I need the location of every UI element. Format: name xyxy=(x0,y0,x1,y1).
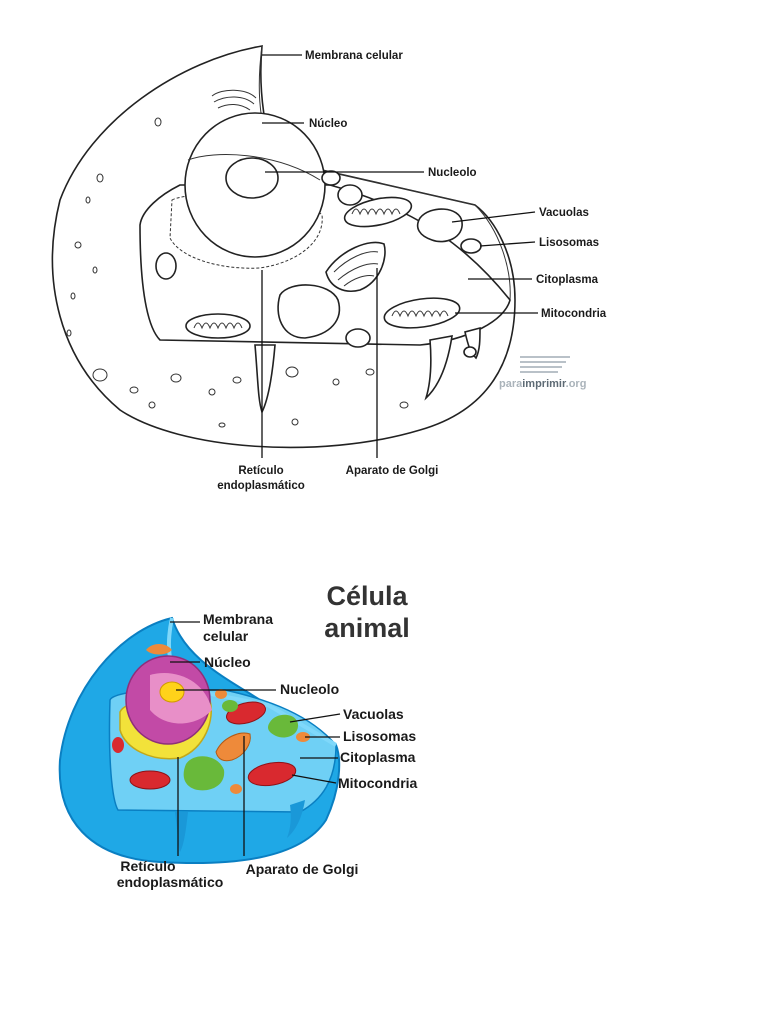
line-art-mitochondrion xyxy=(185,313,251,339)
line-art-label-reticulo: Retículo xyxy=(238,465,283,477)
colored-lysosome xyxy=(230,784,242,794)
colored-label-mitocondria: Mitocondria xyxy=(338,775,418,791)
line-art-lysosome xyxy=(460,238,482,254)
colored-golgi xyxy=(215,732,251,762)
watermark-part1: para xyxy=(499,378,523,390)
colored-label-reticulo: Retículo xyxy=(120,858,175,874)
line-art-label-vacuolas: Vacuolas xyxy=(539,207,589,219)
line-art-cell-diagram: Membrana celular Núcleo Nucleolo Vacuola… xyxy=(51,45,607,492)
line-art-cut-face xyxy=(258,45,511,301)
line-art-label-lisosomas: Lisosomas xyxy=(539,237,599,249)
colored-nucleus xyxy=(125,655,211,745)
svg-text:paraimprimir.org: paraimprimir.org xyxy=(499,378,586,390)
line-art-mitochondrion xyxy=(155,252,177,280)
line-art-golgi xyxy=(325,241,386,292)
line-art-label-endoplasmatico: endoplasmático xyxy=(217,480,305,492)
colored-label-lisosomas: Lisosomas xyxy=(343,728,416,744)
line-art-vacuole xyxy=(416,208,463,243)
colored-cell-membrane xyxy=(58,616,341,865)
colored-nucleolus xyxy=(159,681,185,703)
colored-lysosome xyxy=(296,732,310,742)
line-art-label-membrana: Membrana celular xyxy=(305,50,403,62)
colored-reticulum xyxy=(119,696,212,760)
line-art-surface-vesicles xyxy=(66,117,409,428)
line-art-lysosome xyxy=(345,328,371,348)
line-art-label-golgi: Aparato de Golgi xyxy=(346,465,439,477)
line-art-label-citoplasma: Citoplasma xyxy=(536,274,599,286)
line-art-lysosome xyxy=(463,346,477,358)
colored-label-citoplasma: Citoplasma xyxy=(340,749,416,765)
colored-cell-cytoplasm xyxy=(108,689,337,813)
colored-label-nucleo: Núcleo xyxy=(204,654,251,670)
colored-lysosome xyxy=(215,689,227,699)
watermark-part2: imprimir xyxy=(522,378,567,390)
colored-label-vacuolas: Vacuolas xyxy=(343,706,404,722)
colored-vacuole xyxy=(183,756,225,791)
colored-label-endoplasmatico: endoplasmático xyxy=(117,874,224,890)
colored-nucleus-cut xyxy=(150,673,212,724)
colored-label-nucleolo: Nucleolo xyxy=(280,681,339,697)
colored-drip xyxy=(175,812,188,852)
colored-title-line2: animal xyxy=(324,613,410,643)
line-art-golgi-small xyxy=(211,89,257,111)
colored-cut-face xyxy=(167,617,338,747)
line-art-reticulum xyxy=(169,193,323,269)
line-art-mitochondrion xyxy=(343,196,413,228)
line-art-label-nucleolo: Nucleolo xyxy=(428,167,477,179)
line-art-lysosome xyxy=(321,170,341,186)
watermark-logo: paraimprimir.org xyxy=(499,356,586,390)
line-art-vacuole xyxy=(277,284,341,339)
colored-label-membrana: Membrana xyxy=(203,611,273,627)
watermark-part3: .org xyxy=(566,378,587,390)
colored-vacuole xyxy=(268,714,299,738)
colored-leader-lines xyxy=(170,621,341,856)
line-art-nucleolus xyxy=(225,157,279,199)
colored-golgi-small xyxy=(146,644,172,655)
colored-title-line1: Célula xyxy=(326,581,408,611)
line-art-label-mitocondria: Mitocondria xyxy=(541,308,607,320)
line-art-leader-lines xyxy=(261,54,538,458)
line-art-drip xyxy=(424,335,453,401)
colored-mitochondrion xyxy=(112,737,124,753)
colored-vacuole xyxy=(222,700,238,712)
colored-mitochondrion xyxy=(247,761,297,787)
colored-mitochondrion xyxy=(129,770,171,790)
colored-label-golgi: Aparato de Golgi xyxy=(246,861,359,877)
line-art-vacuole xyxy=(337,184,363,206)
colored-label-celular: celular xyxy=(203,628,249,644)
line-art-mitochondrion xyxy=(383,297,461,329)
line-art-label-nucleo: Núcleo xyxy=(309,118,347,130)
colored-mitochondrion xyxy=(226,701,266,725)
colored-drip xyxy=(287,800,305,838)
